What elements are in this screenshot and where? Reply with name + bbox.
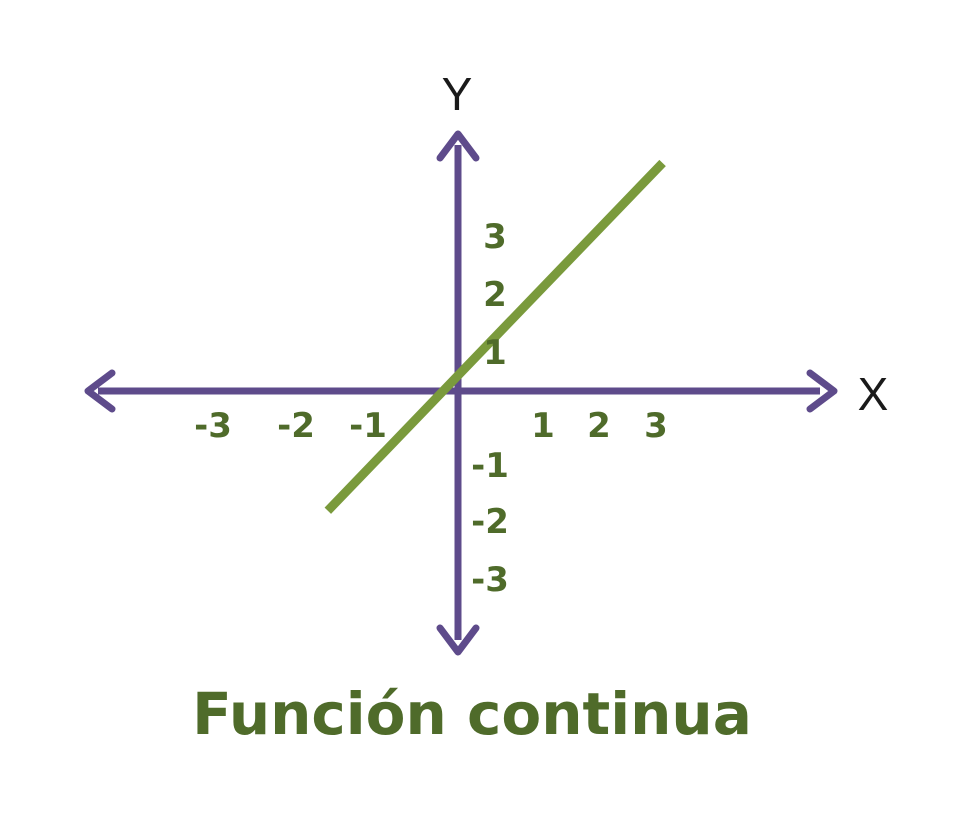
x-axis-name: X	[858, 368, 889, 420]
y-axis	[436, 130, 480, 656]
y-tick-label: -1	[471, 446, 509, 486]
x-tick-label: 3	[644, 406, 668, 446]
x-tick-label: -1	[349, 406, 387, 446]
chart-title: Función continua	[192, 680, 752, 748]
y-tick-label: -2	[471, 502, 509, 542]
y-axis-top-arrow	[436, 130, 480, 162]
y-tick-label: 1	[483, 333, 507, 373]
series-line	[324, 159, 666, 514]
y-tick-label: 2	[483, 275, 507, 315]
y-tick-label: 3	[483, 217, 507, 257]
x-tick-label: -2	[277, 406, 315, 446]
x-tick-label: 1	[531, 406, 555, 446]
x-tick-label: 2	[587, 406, 611, 446]
y-axis-bottom-arrow	[436, 624, 480, 656]
y-tick-label: -3	[471, 560, 509, 600]
x-axis-left-arrow	[84, 369, 116, 413]
x-tick-label: -3	[194, 406, 232, 446]
y-axis-name: Y	[442, 68, 473, 120]
x-axis-right-arrow	[806, 369, 838, 413]
